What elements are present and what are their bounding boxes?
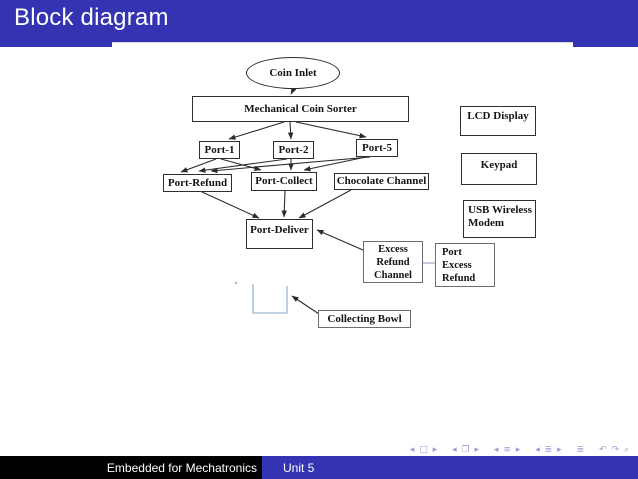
node-mechanical-coin-sorter: Mechanical Coin Sorter [192, 96, 409, 122]
frame-nav-icon[interactable]: ◂ ❐ ▸ [452, 445, 480, 455]
presentation-nav-icon[interactable]: ≣ [576, 445, 586, 455]
node-port-excess-refund-label: Port Excess Refund [442, 246, 476, 284]
title-bar-left-tab [0, 42, 112, 47]
edge-portrefund-portdeliver [201, 191, 260, 219]
node-port-2-label: Port-2 [278, 143, 309, 156]
footer-unit-text: Unit 5 [283, 460, 315, 475]
node-collecting-bowl: Collecting Bowl [318, 310, 411, 328]
node-port-1-label: Port-1 [204, 143, 235, 156]
footer-author-bar: Embedded for Mechatronics [0, 456, 262, 479]
edge-sorter-port5 [295, 121, 367, 139]
node-port-1: Port-1 [199, 141, 240, 159]
subsection-nav-icon[interactable]: ◂ ≡ ▸ [493, 445, 522, 455]
slide-title-bar: Block diagram [0, 0, 638, 42]
node-excess-refund-channel-label: Excess Refund Channel [374, 243, 412, 281]
node-lcd-display: LCD Display [460, 106, 536, 136]
node-chocolate-channel-label: Chocolate Channel [336, 175, 427, 187]
edge-coininlet-sorter [290, 86, 297, 95]
footer-author-text: Embedded for Mechatronics [106, 460, 257, 475]
node-coin-inlet: Coin Inlet [246, 57, 340, 89]
edge-sorter-port1 [228, 121, 285, 140]
edge-port5-portrefund [210, 156, 371, 174]
slide-nav-icon[interactable]: ◂ □ ▸ [409, 445, 439, 455]
node-collecting-bowl-label: Collecting Bowl [327, 312, 402, 325]
node-port-collect: Port-Collect [251, 172, 317, 191]
node-port-2: Port-2 [273, 141, 314, 159]
node-port-excess-refund: Port Excess Refund [435, 243, 495, 287]
node-port-collect-label: Port-Collect [255, 175, 313, 187]
node-excess-refund-channel: Excess Refund Channel [363, 241, 423, 283]
history-search-nav-icon[interactable]: ↶ ↷ ⌕ [599, 445, 630, 455]
node-port-refund-label: Port-Refund [167, 176, 228, 189]
stray-dot [234, 281, 238, 285]
node-usb-wireless-modem-label: USB Wireless Modem [468, 204, 532, 229]
node-chocolate-channel: Chocolate Channel [334, 173, 429, 190]
edge-port1-portcollect [220, 158, 262, 171]
node-keypad-label: Keypad [480, 159, 518, 171]
node-port-5: Port-5 [356, 139, 398, 157]
node-port-5-label: Port-5 [362, 141, 392, 154]
edge-port1-portrefund [180, 158, 217, 173]
node-mechanical-coin-sorter-label: Mechanical Coin Sorter [244, 102, 357, 115]
node-port-deliver-label: Port-Deliver [250, 224, 309, 236]
title-bar-right-tab [573, 42, 638, 47]
bowl-shape [252, 284, 288, 314]
node-coin-inlet-label: Coin Inlet [269, 66, 317, 79]
footer-unit-bar: Unit 5 [262, 456, 638, 479]
node-lcd-display-label: LCD Display [467, 110, 529, 122]
title-bar-shadow [112, 42, 573, 43]
slide-title: Block diagram [14, 4, 169, 31]
node-port-refund: Port-Refund [163, 174, 232, 192]
edge-portcollect-portdeliver [281, 190, 287, 218]
edge-sorter-port2 [287, 121, 294, 140]
beamer-navigation-bar: ◂ □ ▸ ◂ ❐ ▸ ◂ ≡ ▸ ◂ ≣ ▸ ≣ ↶ ↷ ⌕ [410, 444, 630, 456]
node-usb-wireless-modem: USB Wireless Modem [463, 200, 536, 238]
edge-chocolate-portdeliver [298, 189, 352, 219]
node-port-deliver: Port-Deliver [246, 219, 313, 249]
section-nav-icon[interactable]: ◂ ≣ ▸ [535, 445, 563, 455]
edge-port2-portrefund [198, 158, 288, 173]
edge-excessrefund-portdeliver [316, 229, 364, 251]
node-keypad: Keypad [461, 153, 537, 185]
